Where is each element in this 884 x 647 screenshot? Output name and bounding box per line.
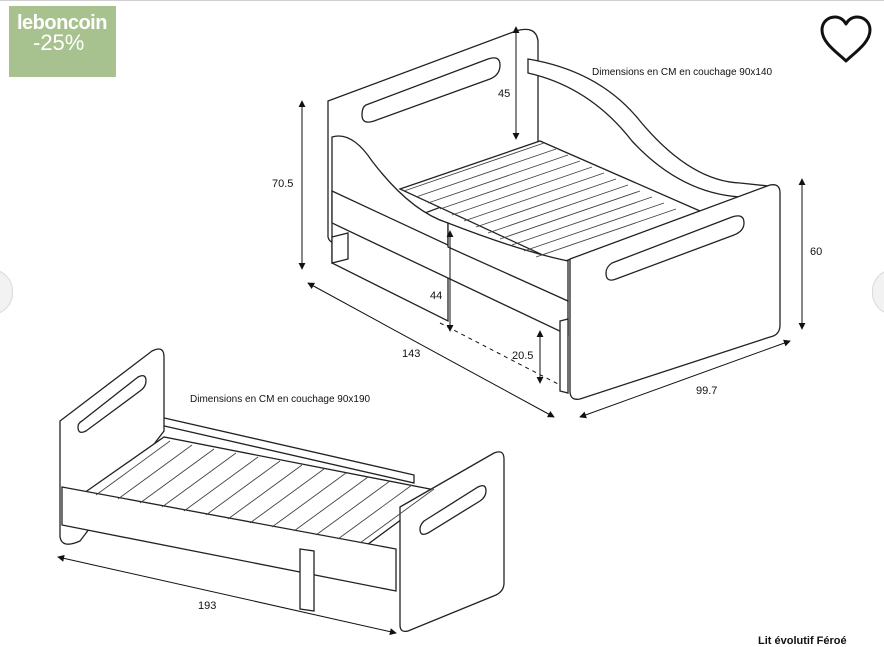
dim-length-long: 193 [198,600,216,612]
bed-90x140-dimension-lines [298,26,806,419]
heart-outline-icon [820,15,872,63]
bed-90x140-slats [403,142,677,258]
top-bed-title: Dimensions en CM en couchage 90x140 [592,67,773,78]
dim-overall-height: 70.5 [272,178,293,190]
discount-label: -25% [33,30,85,55]
favorite-button[interactable] [816,13,876,67]
bottom-bed-title: Dimensions en CM en couchage 90x190 [190,394,371,405]
bed-90x190-dimension-lines [57,554,397,636]
dim-leg-height: 20.5 [512,350,533,362]
bed-90x140-drawing [327,28,781,400]
dim-length-short: 143 [402,348,420,360]
bed-90x190-drawing [59,348,505,633]
bed-90x190-slats [95,440,435,544]
brand-logo-text: leboncoin [17,12,107,34]
dim-base-height: 44 [430,290,442,302]
dim-headboard-top: 45 [498,88,510,100]
product-caption: Lit évolutif Féroé [758,635,847,647]
leboncoin-badge[interactable]: -25% leboncoin [9,6,116,77]
dim-footboard-height: 60 [810,246,822,258]
dim-width: 99.7 [696,385,717,397]
